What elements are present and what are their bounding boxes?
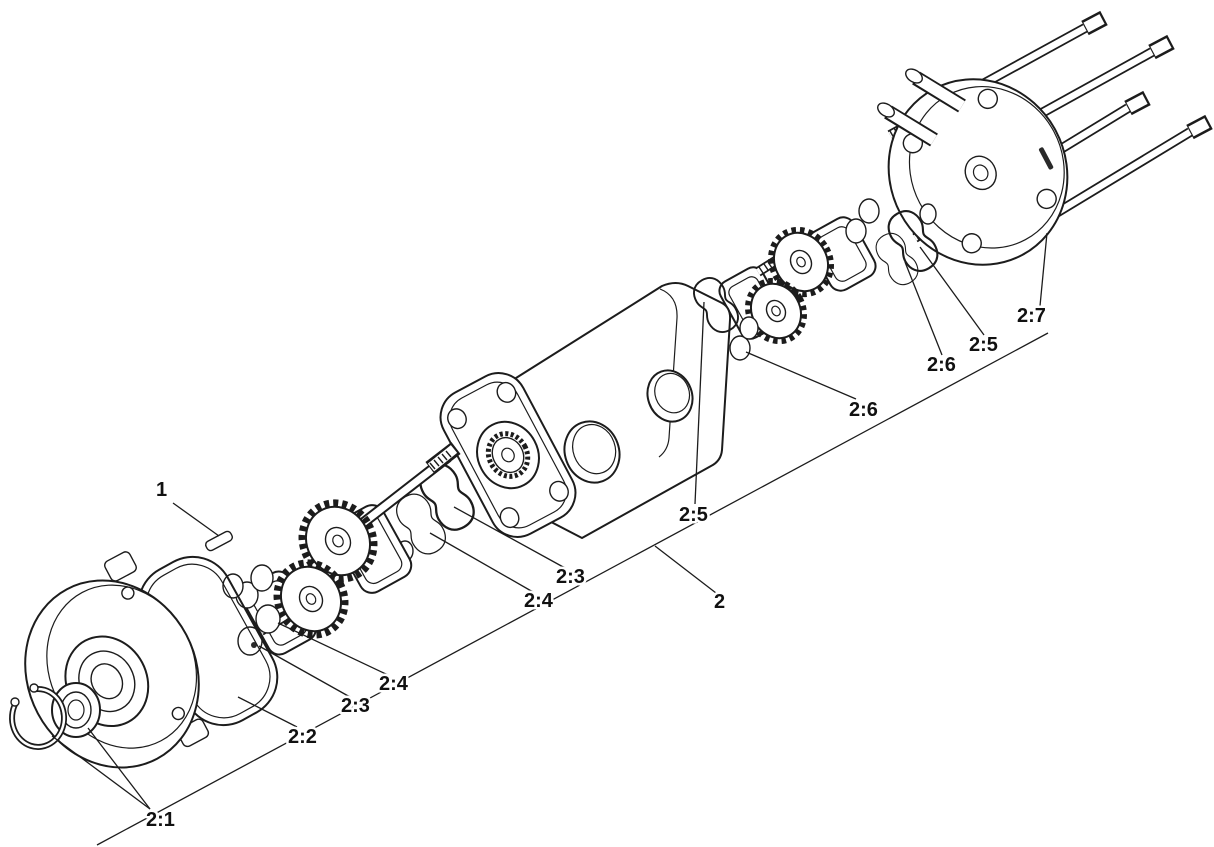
leader-lines: [51, 232, 1048, 810]
front-cover-part: [24, 551, 210, 769]
leader-item-2: [654, 545, 717, 594]
housing-port-small: [646, 369, 694, 423]
callout-labels: 1 2:1 2:2 2:3 2:4 2:4 2:3 2 2:5 2:6 2:6 …: [144, 303, 1049, 834]
cover-port-tubes: [877, 68, 966, 147]
callout-2-6-b: 2:6: [927, 354, 956, 376]
leader-item-2-3-b: [453, 506, 566, 569]
leader-item-2-4-b: [429, 532, 534, 593]
callout-2-5-a: 2:5: [679, 504, 708, 526]
leader-item-2-5-b: [919, 246, 985, 336]
callout-2-5-b: 2:5: [969, 334, 998, 356]
shaft-key-part: [205, 530, 233, 552]
leader-item-2-5-a: [694, 301, 705, 505]
leader-item-2-1-b: [87, 727, 151, 810]
callout-2: 2: [714, 591, 725, 613]
leader-item-1: [172, 502, 220, 537]
leader-item-2-6-a: [745, 351, 857, 400]
rear-cover-part: [877, 68, 1069, 266]
leader-item-2-7: [1039, 232, 1048, 307]
callout-1: 1: [156, 479, 167, 501]
callout-2-4-b: 2:4: [524, 590, 554, 612]
callout-2-3-b: 2:3: [556, 566, 585, 588]
callout-2-4-a: 2:4: [379, 673, 409, 695]
leader-item-2-2: [237, 696, 298, 728]
rear-gear-set-part: [718, 198, 880, 345]
retaining-ring-part: [9, 683, 68, 750]
callout-2-2: 2:2: [288, 726, 317, 748]
callout-2-1: 2:1: [146, 809, 175, 831]
leader-item-2-6-b: [904, 261, 943, 356]
group-extension-line: [96, 332, 1049, 846]
rear-seal-kit-part: [870, 203, 945, 291]
callout-2-3-a: 2:3: [341, 695, 370, 717]
housing-port-large: [563, 420, 621, 484]
front-gear-set-part: [222, 442, 461, 656]
callout-2-6-a: 2:6: [849, 399, 878, 421]
leader-item-2-4-a: [277, 622, 389, 676]
housing-flange: [439, 372, 577, 538]
callout-2-7: 2:7: [1017, 305, 1046, 327]
mid-seal-kit-part: [687, 271, 759, 361]
pump-housing-part: [439, 282, 732, 539]
leader-item-2-3-a: [258, 645, 351, 698]
leader-item-2-1-a: [51, 735, 151, 810]
